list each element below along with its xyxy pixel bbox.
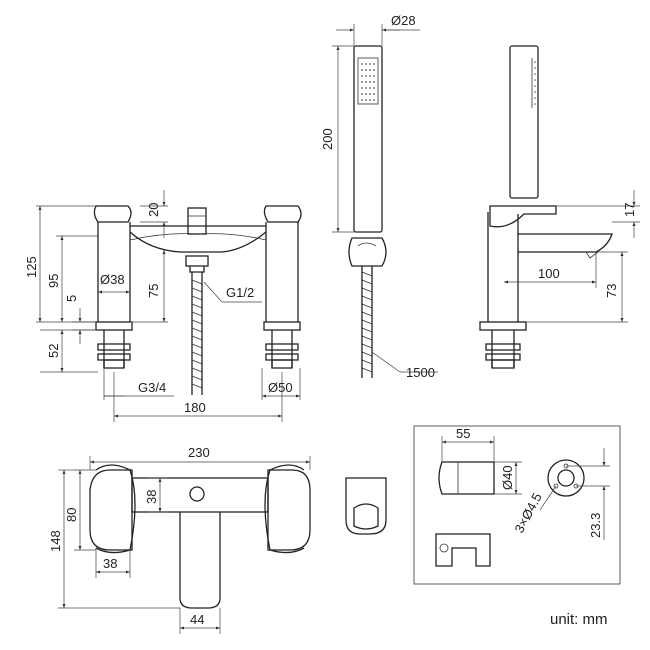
plan-bridge (131, 477, 269, 513)
side-handle (489, 205, 557, 228)
label-d40: Ø40 (500, 465, 515, 490)
holder-front (435, 533, 491, 567)
unit-note: unit: mm (550, 611, 608, 628)
right-fixing (263, 321, 301, 369)
label-h95: 95 (46, 274, 61, 288)
label-h23-3: 23.3 (588, 513, 603, 538)
label-d28: Ø28 (391, 13, 416, 28)
left-valve-body (97, 222, 131, 322)
diverter-knob (187, 207, 207, 235)
label-h148: 148 (48, 530, 63, 552)
label-d38b: 38 (144, 490, 159, 504)
label-w180: 180 (184, 400, 206, 415)
label-h73: 73 (604, 284, 619, 298)
shower-cradle (348, 237, 387, 267)
holder-side (438, 461, 495, 495)
holder-view (345, 477, 387, 535)
left-handle (93, 205, 132, 223)
label-w44: 44 (190, 612, 204, 627)
shower-hose (361, 266, 438, 378)
label-w38: 38 (103, 556, 117, 571)
label-w55: 55 (456, 426, 470, 441)
label-h17: 17 (622, 203, 637, 217)
label-g12: G1/2 (226, 285, 254, 300)
label-h100: 100 (538, 266, 560, 281)
plan-view (58, 456, 311, 634)
side-handset (509, 45, 539, 199)
side-body (487, 212, 519, 322)
holder-plate (547, 459, 585, 497)
outlet-nut (185, 255, 209, 267)
right-valve-body (265, 222, 299, 322)
plan-spout (179, 512, 221, 609)
hand-shower (332, 24, 438, 378)
label-w230: 230 (188, 445, 210, 460)
dimension-labels: Ø28 200 20 17 125 95 Ø38 75 G1/2 5 100 7… (24, 13, 637, 628)
detail-frame (413, 425, 621, 585)
detail-box (413, 425, 621, 585)
label-h52: 52 (46, 344, 61, 358)
front-dimensions (36, 190, 301, 422)
label-h125: 125 (24, 256, 39, 278)
spray-face (357, 57, 379, 105)
shower-handset (353, 45, 383, 233)
label-h5: 5 (64, 295, 79, 302)
plan-left-handle (89, 469, 133, 551)
plan-diverter (189, 486, 205, 502)
left-fixing (95, 321, 133, 369)
bridge-lower (129, 231, 267, 253)
side-spout (518, 233, 613, 253)
label-holes: 3×Ø4.5 (511, 490, 544, 535)
hose-front (191, 272, 203, 395)
label-d38: Ø38 (100, 272, 125, 287)
label-h75: 75 (146, 284, 161, 298)
label-g34: G3/4 (138, 380, 166, 395)
label-h1500: 1500 (406, 365, 435, 380)
right-handle (263, 205, 302, 223)
label-h200: 200 (320, 128, 335, 150)
front-elevation (36, 190, 302, 422)
label-h80: 80 (64, 508, 79, 522)
side-elevation (479, 45, 640, 369)
label-d50: Ø50 (268, 380, 293, 395)
spray-nozzles (361, 63, 375, 101)
label-h20: 20 (146, 203, 161, 217)
plan-right-handle (267, 469, 311, 551)
